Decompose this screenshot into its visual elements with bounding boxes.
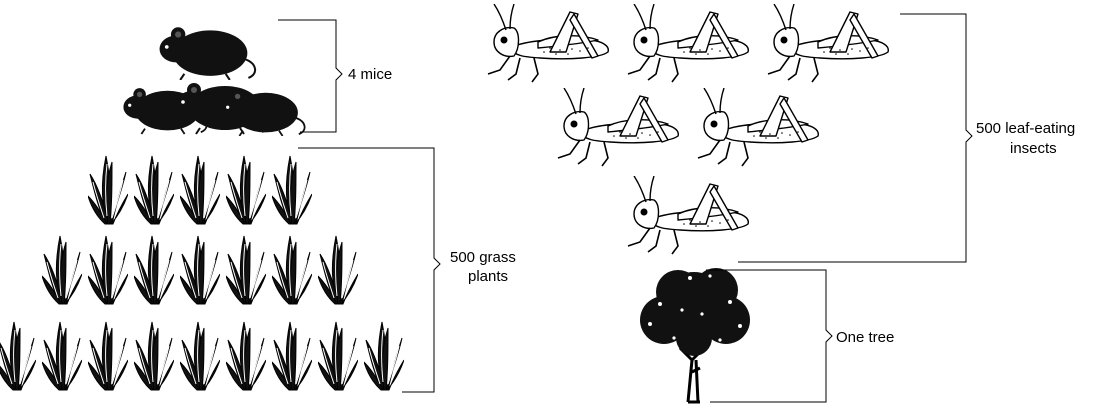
grass-label-line2: plants	[468, 268, 508, 285]
tree-icon	[640, 268, 750, 402]
grass-plant-icon	[318, 236, 358, 304]
mice-label: 4 mice	[348, 66, 392, 83]
grass-label-line1: 500 grass	[450, 249, 516, 266]
grass-plant-icon	[180, 322, 220, 390]
mouse-icon	[160, 27, 256, 80]
grass-plant-icon	[88, 322, 128, 390]
grass-plant-icon	[42, 236, 82, 304]
grass-plant-icon	[134, 156, 174, 224]
insect-label-line2: insects	[1010, 140, 1057, 157]
grasshopper-icon	[628, 176, 748, 254]
tree-label: One tree	[836, 329, 894, 346]
grass-plant-icon	[272, 156, 312, 224]
grass-plant-icon	[0, 322, 36, 390]
grass-plant-icon	[134, 236, 174, 304]
grass-plant-icon	[42, 322, 82, 390]
grasshopper-icon	[488, 4, 608, 82]
grass-bracket	[298, 148, 440, 392]
insect-group	[488, 4, 888, 254]
grasshopper-icon	[558, 88, 678, 166]
insect-label-line1: 500 leaf-eating	[976, 120, 1075, 137]
grasshopper-icon	[768, 4, 888, 82]
grass-plant-icon	[88, 236, 128, 304]
mice-group	[123, 27, 304, 136]
grass-plant-icon	[318, 322, 358, 390]
grass-plant-icon	[272, 236, 312, 304]
grass-plant-icon	[180, 156, 220, 224]
grass-group	[0, 156, 404, 390]
grass-plant-icon	[134, 322, 174, 390]
grasshopper-icon	[698, 88, 818, 166]
grass-plant-icon	[88, 156, 128, 224]
grass-plant-icon	[272, 322, 312, 390]
grass-plant-icon	[226, 322, 266, 390]
grasshopper-icon	[628, 4, 748, 82]
grass-plant-icon	[226, 236, 266, 304]
grass-plant-icon	[364, 322, 404, 390]
grass-plant-icon	[226, 156, 266, 224]
grass-plant-icon	[180, 236, 220, 304]
